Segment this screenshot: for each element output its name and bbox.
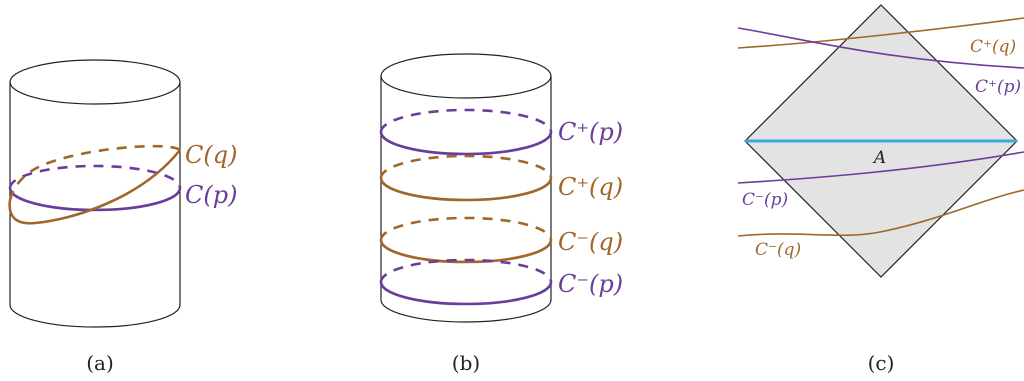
label-cminus-q: C⁻(q) xyxy=(558,228,623,256)
label-cq: C(q) xyxy=(185,141,237,169)
cylinder-a-bottom xyxy=(9,304,181,328)
label-cplus-q: C⁺(q) xyxy=(558,173,623,201)
label-cp: C(p) xyxy=(185,181,237,209)
label-A: A xyxy=(872,148,886,168)
ring-cp-front xyxy=(8,187,182,212)
ring-cplus-p-back xyxy=(379,108,553,133)
caption-a: (a) xyxy=(86,351,114,375)
curve-cminus-p xyxy=(737,151,1024,184)
label-c-cplus-p: C⁺(p) xyxy=(975,77,1021,97)
ring-cplus-q-back xyxy=(379,154,553,179)
ring-cplus-p-front xyxy=(379,131,553,156)
panel-b: C⁺(p) C⁺(q) C⁻(q) C⁻(p) (b) xyxy=(379,53,623,375)
panel-a: C(q) C(p) (a) xyxy=(8,59,237,375)
cylinder-a-top xyxy=(9,59,181,105)
ring-cplus-q-front xyxy=(379,177,553,202)
cylinder-b-bottom xyxy=(380,299,552,323)
panel-c: A C⁺(q) C⁺(p) C⁻(p) C⁻(q) (c) xyxy=(737,4,1024,375)
label-c-cminus-q: C⁻(q) xyxy=(755,240,801,260)
caption-b: (b) xyxy=(452,351,480,375)
ring-cq-back xyxy=(8,144,181,201)
label-cminus-p: C⁻(p) xyxy=(558,270,623,298)
curve-cminus-q xyxy=(737,189,1024,237)
ring-cminus-q-back xyxy=(379,216,553,241)
cylinder-b-top xyxy=(380,53,552,99)
curve-cplus-p xyxy=(737,27,1024,69)
caption-c: (c) xyxy=(868,351,895,375)
ring-cq-front xyxy=(8,149,182,225)
curve-cplus-q xyxy=(737,17,1024,49)
label-cplus-p: C⁺(p) xyxy=(558,118,623,146)
ring-cminus-p-front xyxy=(379,281,553,306)
label-c-cplus-q: C⁺(q) xyxy=(970,37,1016,57)
ring-cminus-p-back xyxy=(379,258,553,283)
ring-cminus-q-front xyxy=(379,239,553,264)
ring-cp-back xyxy=(8,164,182,189)
label-c-cminus-p: C⁻(p) xyxy=(742,190,788,210)
